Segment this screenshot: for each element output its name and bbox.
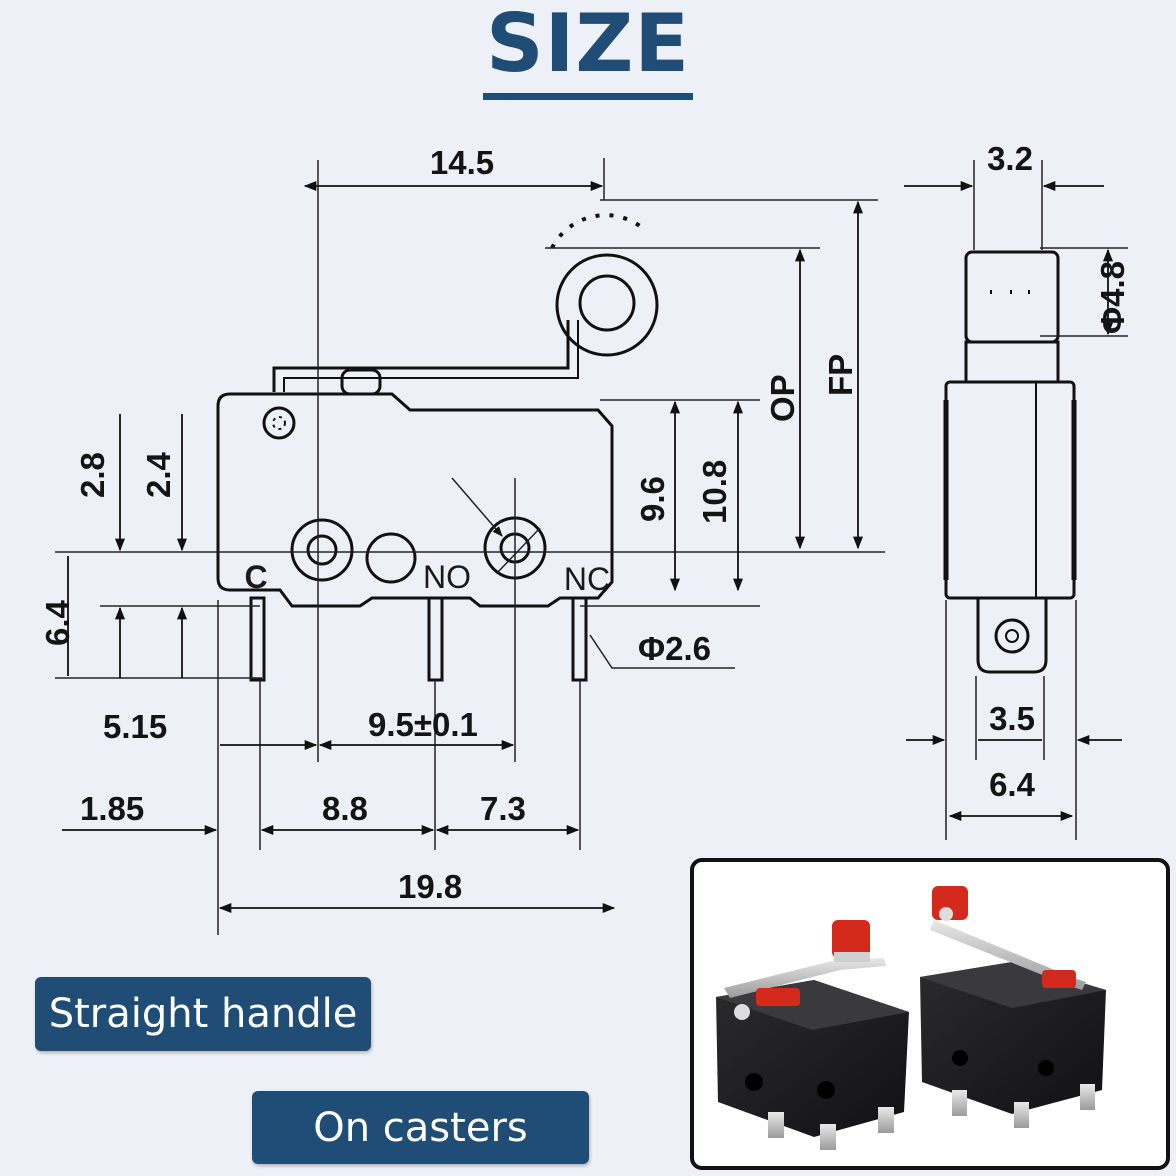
dim-2-8: 2.8 [74,452,111,498]
side-dimension-lines [904,180,1122,822]
dim-19-8: 19.8 [398,868,462,905]
dim-3-2: 3.2 [987,140,1033,177]
dim-phi-2-6: Φ2.6 [638,630,711,667]
terminal-label-no: NO [423,559,471,595]
terminal-label-c: C [244,559,267,595]
switch-body [216,392,614,608]
side-view [943,250,1077,674]
roller-inner [578,274,636,332]
terminal-c [249,596,266,682]
dim-3-5: 3.5 [989,700,1035,737]
straight-handle-text: Straight handle [48,991,358,1037]
dim-5-15: 5.15 [103,708,167,745]
plunger [340,368,382,396]
extension-lines [55,158,885,935]
photo-switch-left [716,920,909,1150]
rivet [262,406,296,440]
mount-hole-middle [365,532,417,584]
lever-arm [272,320,570,392]
dim-9-6: 9.6 [634,476,671,522]
side-body [944,380,1076,600]
dim-8-8: 8.8 [322,790,368,827]
dim-6-4-left: 6.4 [39,599,76,646]
dim-7-3: 7.3 [480,790,526,827]
dim-2-4: 2.4 [140,451,177,498]
dim-9-5: 9.5±0.1 [368,706,478,743]
title-underline [483,93,693,100]
product-photo-illustration [716,886,1106,1150]
dimension-lines [62,180,864,914]
on-casters-label: On casters [252,1091,589,1164]
title-block: SIZE [0,0,1176,110]
dim-1-85: 1.85 [80,790,144,827]
dim-op: OP [764,374,801,422]
photo-switch-right [920,886,1106,1128]
dim-14-5: 14.5 [430,144,494,181]
straight-handle-label: Straight handle [35,977,371,1051]
side-roller [964,250,1060,344]
dim-10-8: 10.8 [696,460,733,524]
terminal-nc [571,596,588,682]
dim-fp: FP [822,354,859,396]
dim-phi-4-8: Φ4.8 [1094,261,1131,334]
side-terminal [976,598,1048,674]
terminal-label-nc: NC [564,561,610,597]
on-casters-text: On casters [313,1104,528,1151]
mount-hole-left-ring [290,518,354,582]
side-extension-lines [945,160,1128,840]
front-view [216,213,659,682]
roller-outer [555,253,659,357]
product-photo [690,858,1170,1170]
page-title: SIZE [485,0,691,90]
terminal-no [427,596,444,682]
side-stem [964,340,1060,384]
dim-6-4-side: 6.4 [989,766,1036,803]
